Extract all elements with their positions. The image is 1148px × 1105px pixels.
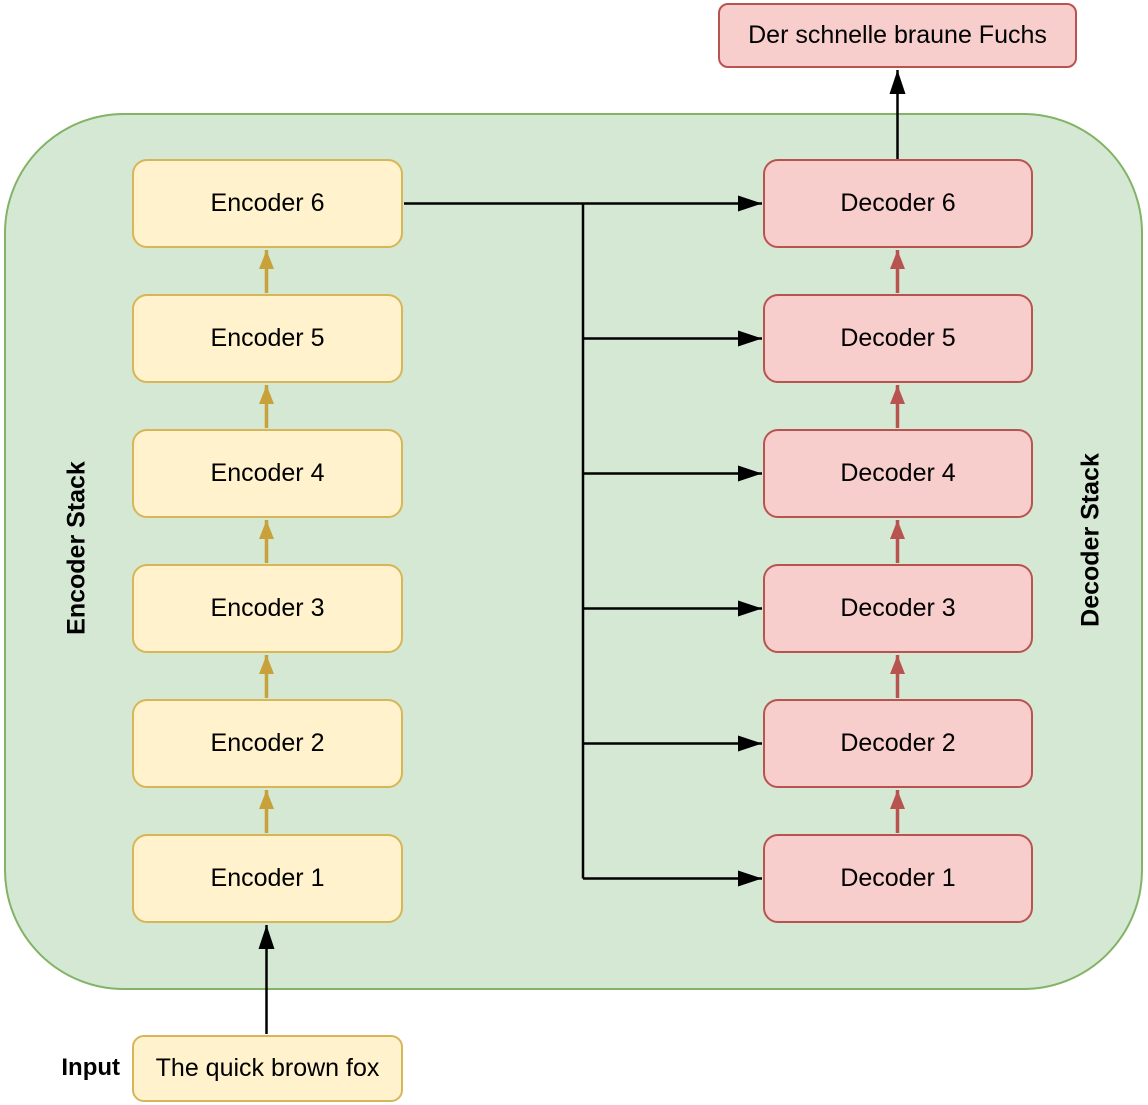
encoder-box: Encoder 5: [132, 294, 403, 383]
decoder-box: Decoder 4: [763, 429, 1033, 518]
decoder-box: Decoder 2: [763, 699, 1033, 788]
input-box: The quick brown fox: [132, 1035, 403, 1102]
decoder-box: Decoder 3: [763, 564, 1033, 653]
decoder-column: Decoder 6 Decoder 5 Decoder 4 Decoder 3 Deco…: [763, 159, 1033, 923]
encoder-box: Encoder 4: [132, 429, 403, 518]
output-box: Der schnelle braune Fuchs: [718, 3, 1077, 68]
encoder-box: Encoder 1: [132, 834, 403, 923]
encoder-box: Encoder 6: [132, 159, 403, 248]
decoder-box: Decoder 6: [763, 159, 1033, 248]
encoder-box: Encoder 3: [132, 564, 403, 653]
encoder-column: Encoder 6 Encoder 5 Encoder 4 Encoder 3 Enco…: [132, 159, 403, 923]
decoder-box: Decoder 1: [763, 834, 1033, 923]
encoder-box: Encoder 2: [132, 699, 403, 788]
decoder-box: Decoder 5: [763, 294, 1033, 383]
input-label: Input: [61, 1054, 120, 1081]
encoder-to-decoder-connectors: [404, 195, 762, 887]
encoder-stack-label: Encoder Stack: [62, 461, 91, 635]
decoder-stack-label: Decoder Stack: [1076, 453, 1105, 627]
